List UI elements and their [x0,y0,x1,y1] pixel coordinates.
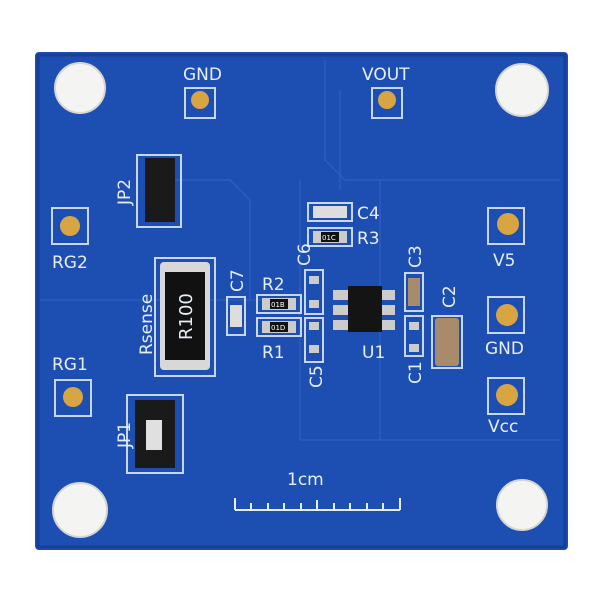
ic-u1 [333,286,395,332]
label-r3: R3 [357,229,380,249]
scale-bar [234,498,401,511]
label-c5: C5 [307,365,327,388]
label-rsense: Rsense [137,294,157,355]
label-v5: V5 [493,251,515,271]
r1-marking: 01D [271,324,285,332]
label-jp1: JP1 [115,422,135,449]
jumper-jp1[interactable] [126,394,184,474]
label-c7: C7 [228,269,248,292]
label-vout: VOUT [362,65,410,85]
label-jp2: JP2 [115,179,135,206]
label-rg1: RG1 [52,355,88,375]
r3-marking: 01C [322,234,336,242]
rsense-footprint [154,257,216,377]
smd-components [226,202,463,369]
label-scale: 1cm [287,470,324,490]
label-c1: C1 [406,361,426,384]
label-u1: U1 [362,343,385,363]
mounting-holes [52,62,549,538]
label-r1: R1 [262,343,285,363]
label-gnd-right: GND [485,339,524,359]
rsense-resistor [165,272,205,360]
label-c6: C6 [295,243,315,266]
jumper-jp2[interactable] [136,154,182,228]
label-rg2: RG2 [52,253,88,273]
label-c3: C3 [406,245,426,268]
label-r2: R2 [262,275,285,295]
label-c4: C4 [357,204,380,224]
label-gnd-top: GND [183,65,222,85]
label-c2: C2 [440,285,460,308]
rsense-marking: R100 [176,293,197,340]
r2-marking: 01B [271,301,285,309]
test-points [51,87,525,417]
label-vcc: Vcc [488,417,518,437]
